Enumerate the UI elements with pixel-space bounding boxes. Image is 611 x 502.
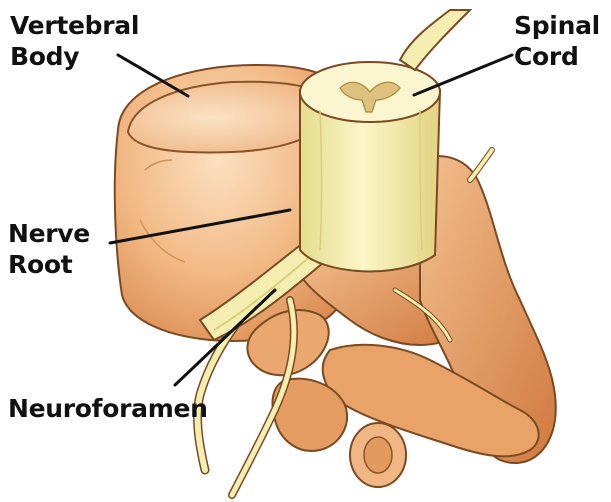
label-vertebral-body-line2: Body bbox=[10, 41, 139, 72]
label-spinal-cord-line2: Cord bbox=[514, 41, 600, 72]
label-nerve-root: Nerve Root bbox=[8, 218, 90, 280]
label-vertebral-body: Vertebral Body bbox=[10, 10, 139, 72]
label-vertebral-body-line1: Vertebral bbox=[10, 10, 139, 41]
label-nerve-root-line1: Nerve bbox=[8, 218, 90, 249]
label-neuroforamen-line1: Neuroforamen bbox=[8, 393, 208, 424]
label-neuroforamen: Neuroforamen bbox=[8, 393, 208, 424]
label-spinal-cord-line1: Spinal bbox=[514, 10, 600, 41]
label-spinal-cord: Spinal Cord bbox=[514, 10, 600, 72]
label-nerve-root-line2: Root bbox=[8, 249, 90, 280]
